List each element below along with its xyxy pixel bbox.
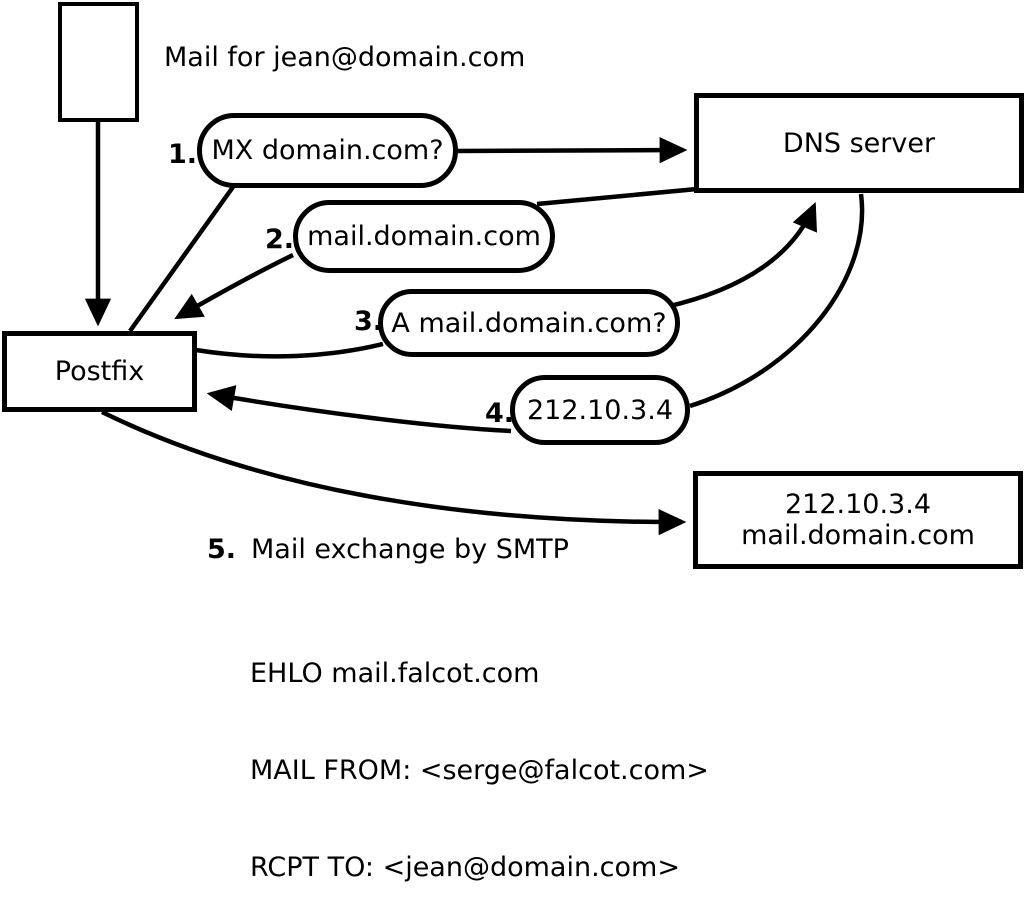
mail-server-host-label: mail.domain.com bbox=[741, 520, 975, 551]
step-2-answer-label: mail.domain.com bbox=[307, 221, 541, 252]
smtp-line: EHLO mail.falcot.com bbox=[250, 658, 540, 690]
smtp-line: RCPT TO: <jean@domain.com> bbox=[250, 851, 680, 883]
arrow-postfix-to-mailserver bbox=[101, 409, 687, 536]
smtp-session-transcript: EHLO mail.falcot.com MAIL FROM: <serge@f… bbox=[250, 594, 709, 919]
smtp-line: MAIL FROM: <serge@falcot.com> bbox=[250, 755, 709, 787]
step-5-label: Mail exchange by SMTP bbox=[251, 534, 569, 565]
dns-server-node-label: DNS server bbox=[782, 127, 936, 159]
step-1-number: 1. bbox=[168, 139, 198, 170]
step-2-answer-pill: mail.domain.com bbox=[293, 200, 555, 273]
dns-server-node: DNS server bbox=[694, 93, 1024, 193]
arrow-query1-to-dns bbox=[456, 136, 688, 164]
step-1-query-label: MX domain.com? bbox=[211, 135, 444, 166]
line-postfix-to-query3 bbox=[195, 341, 384, 359]
arrow-answer4-to-postfix bbox=[206, 385, 512, 434]
step-3-query-pill: A mail.domain.com? bbox=[378, 289, 680, 357]
step-1-query-pill: MX domain.com? bbox=[197, 113, 458, 188]
mail-server-ip-label: 212.10.3.4 bbox=[785, 488, 931, 520]
postfix-node-label: Postfix bbox=[54, 356, 145, 387]
line-dns-to-answer4 bbox=[689, 193, 865, 409]
step-2-number: 2. bbox=[265, 224, 295, 255]
step-4-answer-pill: 212.10.3.4 bbox=[510, 375, 690, 445]
mail-server-node: 212.10.3.4 mail.domain.com bbox=[693, 471, 1023, 569]
step-3-number: 3. bbox=[354, 306, 384, 337]
mail-note-label: Mail for jean@domain.com bbox=[164, 42, 526, 73]
step-3-query-label: A mail.domain.com? bbox=[391, 307, 667, 339]
arrow-query3-to-dns bbox=[665, 201, 817, 310]
postfix-node: Postfix bbox=[2, 331, 197, 412]
line-dns-to-answer2 bbox=[536, 186, 698, 207]
arrow-answer2-to-postfix bbox=[174, 252, 294, 320]
mail-message-icon bbox=[58, 2, 139, 122]
step-4-answer-label: 212.10.3.4 bbox=[527, 394, 673, 426]
line-postfix-to-query1 bbox=[128, 185, 235, 333]
step-4-number: 4. bbox=[485, 398, 515, 429]
step-5-number: 5. bbox=[207, 534, 237, 565]
